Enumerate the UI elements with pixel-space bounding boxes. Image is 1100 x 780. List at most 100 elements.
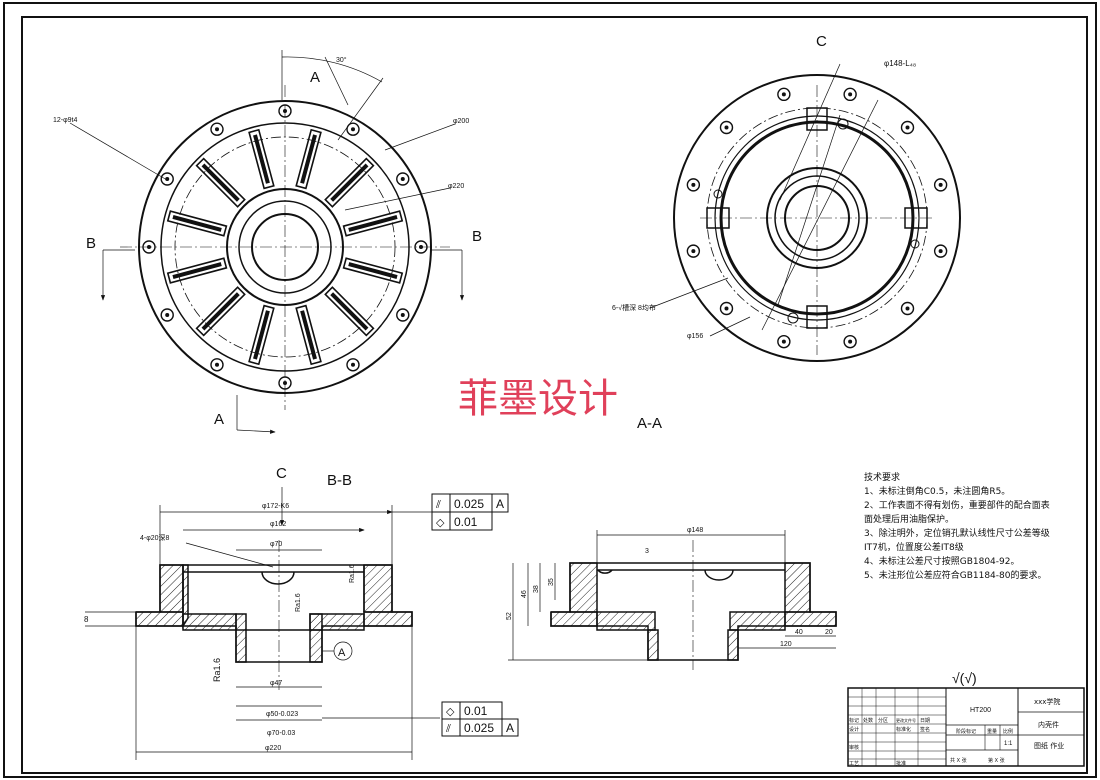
dim-aa-d148: φ148 bbox=[687, 527, 703, 534]
bolt-hole-center bbox=[724, 306, 729, 311]
gdt-bottom-sym2: ⫽ bbox=[445, 723, 451, 735]
tech-line-1: 1、未标注倒角C0.5，未注圆角R5。 bbox=[864, 485, 1010, 497]
bolt-hole bbox=[777, 87, 791, 102]
dim-bb-d70b: φ70-0.03 bbox=[267, 730, 295, 737]
gdt-top-sym1: ⫽ bbox=[435, 499, 441, 511]
bolt-hole bbox=[346, 358, 360, 372]
dim-d200: φ200 bbox=[453, 118, 469, 125]
gdt-top-sym2: ◇ bbox=[436, 517, 445, 529]
tech-line-5: IT7机，位置度公差IT8级 bbox=[864, 541, 964, 553]
rib-outline bbox=[324, 286, 375, 337]
tb-mark: 标记 bbox=[849, 717, 859, 724]
bolt-hole bbox=[142, 240, 156, 254]
plan-view bbox=[120, 85, 450, 410]
tb-part: 内壳件 bbox=[1038, 720, 1059, 729]
rib-outline bbox=[248, 128, 275, 190]
dim-aa-w120: 120 bbox=[780, 641, 792, 648]
rib-core bbox=[253, 310, 270, 360]
bolt-hole bbox=[900, 120, 915, 135]
bolt-hole-center bbox=[848, 92, 853, 97]
bolt-hole-center bbox=[691, 249, 696, 254]
tech-line-3: 面处理后用油脂保护。 bbox=[864, 513, 954, 525]
gdt-top-val2: 0.01 bbox=[454, 515, 478, 529]
rib-core bbox=[330, 163, 369, 202]
tb-ratio: 比例 bbox=[1003, 728, 1013, 735]
bolt-hole-center bbox=[215, 362, 219, 367]
tb-sign: 签名 bbox=[920, 726, 930, 733]
dim-bb-ra-top: Ra1.6 bbox=[349, 564, 356, 583]
view-label-a-top: A bbox=[310, 69, 320, 86]
tb-drawing-no: 图纸 作业 bbox=[1034, 741, 1064, 750]
gdt-bottom-val1: 0.01 bbox=[464, 704, 488, 718]
bolt-hole-center bbox=[419, 245, 423, 249]
rib-core bbox=[330, 292, 369, 331]
rib-core bbox=[253, 134, 270, 184]
bolt-hole bbox=[686, 244, 701, 258]
rib-outline bbox=[248, 304, 275, 366]
dim-angle: 30° bbox=[336, 56, 347, 64]
bolt-hole-center bbox=[283, 381, 287, 385]
tb-date: 日期 bbox=[920, 718, 930, 724]
dim-c-holes6: 6-√槽深 8均布 bbox=[612, 303, 656, 312]
bolt-hole bbox=[900, 301, 915, 316]
tb-scale: 1:1 bbox=[1004, 741, 1013, 747]
tb-sheet-total: 共 X 张 bbox=[950, 757, 967, 764]
tb-approve: 批准 bbox=[896, 760, 906, 767]
bolt-hole bbox=[210, 122, 224, 136]
rib bbox=[295, 304, 322, 366]
datum-a-label: A bbox=[338, 647, 346, 659]
leader-lines bbox=[69, 50, 841, 568]
bolt-hole bbox=[278, 376, 292, 390]
tb-material: HT200 bbox=[970, 707, 991, 714]
bolt-hole-center bbox=[165, 313, 170, 317]
tech-line-2: 2、工作表面不得有划伤，重要部件的配合面表 bbox=[864, 499, 1050, 511]
dim-aa-v3: 3 bbox=[645, 548, 649, 555]
bolt-hole bbox=[777, 334, 791, 349]
bolt-hole-center bbox=[400, 313, 405, 317]
view-label-b-right: B bbox=[472, 228, 482, 245]
tb-sheet-no: 第 X 张 bbox=[988, 757, 1005, 764]
bolt-hole bbox=[160, 308, 174, 322]
bolt-hole bbox=[843, 87, 857, 102]
tb-design: 设计 bbox=[849, 726, 859, 733]
rib-core bbox=[172, 262, 222, 279]
gdt-top-val1: 0.025 bbox=[454, 497, 484, 511]
section-bb-label: B-B bbox=[327, 472, 352, 489]
dim-bb-d162: φ162 bbox=[270, 521, 286, 528]
bolt-hole bbox=[346, 122, 360, 136]
dim-c-d156: φ156 bbox=[687, 333, 703, 340]
bolt-hole bbox=[396, 308, 410, 322]
rib-outline bbox=[342, 257, 404, 284]
tb-process: 工艺 bbox=[849, 761, 859, 767]
rib bbox=[195, 286, 246, 337]
dim-bb-d220: φ220 bbox=[265, 745, 281, 752]
bolt-hole-center bbox=[724, 125, 729, 130]
bolt-hole bbox=[719, 120, 734, 135]
bolt-hole-center bbox=[283, 109, 287, 113]
rib bbox=[195, 157, 246, 208]
bolt-hole-center bbox=[905, 125, 910, 130]
rib-outline bbox=[324, 157, 375, 208]
dim-bb-d70: φ70 bbox=[270, 541, 282, 548]
title-block bbox=[847, 687, 1085, 767]
bolt-hole-center bbox=[165, 177, 170, 181]
watermark: 菲墨设计 bbox=[458, 376, 618, 422]
view-c bbox=[673, 74, 961, 362]
bolt-hole bbox=[210, 358, 224, 372]
dim-bb-ra-mid: Ra1.6 bbox=[295, 593, 302, 612]
rib-core bbox=[300, 134, 317, 184]
bolt-hole bbox=[160, 172, 174, 186]
bolt-hole-center bbox=[351, 127, 355, 132]
rib-outline bbox=[295, 304, 322, 366]
bolt-hole bbox=[933, 178, 948, 192]
dim-bb-d172: φ172-K6 bbox=[262, 503, 289, 510]
bolt-hole-center bbox=[147, 245, 151, 249]
bolt-hole-center bbox=[938, 182, 943, 187]
bolt-hole-center bbox=[848, 339, 853, 344]
tb-std: 标准化 bbox=[896, 726, 911, 733]
gdt-frames bbox=[431, 493, 519, 737]
roughness-symbol: √(√) bbox=[952, 670, 977, 686]
rib bbox=[166, 257, 228, 284]
rib bbox=[324, 286, 375, 337]
rib bbox=[324, 157, 375, 208]
